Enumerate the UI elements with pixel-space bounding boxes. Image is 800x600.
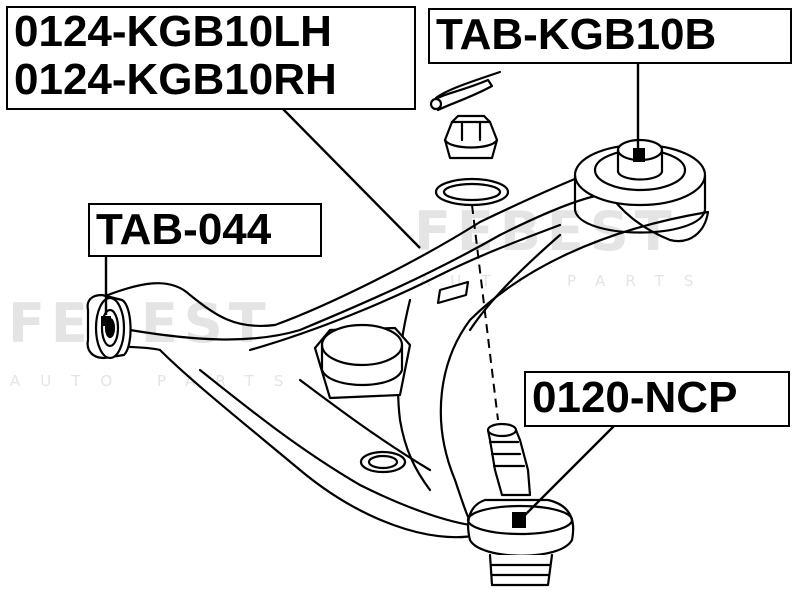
ball-joint-stud	[486, 428, 532, 497]
arm-inner-rib-6	[468, 233, 562, 332]
ball-joint-leader-dot	[512, 512, 526, 528]
label-front-bushing: TAB-044	[88, 203, 322, 257]
arm-slot	[436, 280, 470, 305]
arm-inner-rib-5	[396, 298, 432, 492]
arm-boss-side	[320, 343, 404, 386]
label-ball-joint: 0120-NCP	[524, 371, 790, 427]
rear-bushing-body	[573, 173, 707, 234]
label-control-arm: 0124-KGB10LH 0124-KGB10RH	[6, 6, 416, 110]
castle-nut	[443, 120, 499, 160]
arm-inner-rib-2	[198, 368, 472, 527]
arm-inner-rib-4	[298, 378, 432, 472]
arm-boss-top	[320, 323, 404, 367]
arm-inner-rib-3	[248, 223, 562, 352]
label-arm-lh: 0124-KGB10LH	[14, 7, 332, 56]
leader-arm	[281, 107, 421, 249]
assembly-axis	[471, 204, 499, 421]
leader-ball-joint	[519, 425, 615, 521]
label-rear-bushing: TAB-KGB10B	[428, 8, 792, 64]
cotter-pin	[430, 78, 494, 112]
ball-joint-stud-tip	[486, 422, 518, 438]
arm-inner-rib-1	[128, 193, 602, 341]
ball-joint-housing	[488, 553, 554, 587]
label-arm-rh: 0124-KGB10RH	[14, 55, 337, 104]
arm-outline	[98, 174, 710, 539]
arm-lower-hole	[359, 450, 407, 474]
front-bushing-leader-dot	[101, 316, 111, 326]
